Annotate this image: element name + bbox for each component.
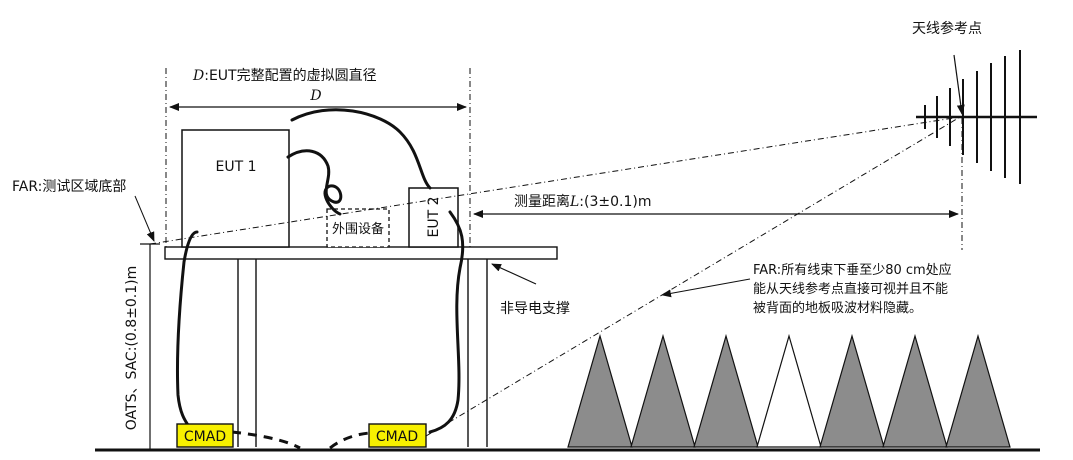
antenna-ref-label: 天线参考点 <box>912 20 982 37</box>
support-label: 非导电支撑 <box>500 301 570 317</box>
height-label: OATS、SAC:(0.8±0.1)m <box>124 266 140 431</box>
peripheral-label: 外围设备 <box>332 221 384 237</box>
distance-value: :(3±0.1)m <box>579 194 651 210</box>
log-periodic-antenna <box>916 50 1037 184</box>
diameter-desc-text: :EUT完整配置的虚拟圆直径 <box>204 67 376 84</box>
cable-harness <box>175 108 465 434</box>
floor-absorbers <box>567 333 1011 448</box>
distance-prefix: 测量距离 <box>514 193 570 210</box>
distance-label: 测量距离L:(3±0.1)m <box>514 193 651 210</box>
eut2-box <box>408 187 459 248</box>
absorber-cone <box>567 333 633 448</box>
non-conductive-table <box>164 246 558 447</box>
absorber-cone <box>756 333 822 448</box>
diameter-description: D:EUT完整配置的虚拟圆直径 <box>192 67 377 84</box>
eut2-label: EUT 2 <box>426 196 442 237</box>
absorber-cone <box>693 333 759 448</box>
support-leader <box>491 263 537 285</box>
distance-symbol: L <box>569 194 579 210</box>
cmad-right: CMAD <box>368 423 427 448</box>
peripheral-box <box>326 208 390 248</box>
far-floor-label: FAR:测试区域底部 <box>12 179 126 195</box>
table-top <box>164 246 558 260</box>
eut1-label: EUT 1 <box>215 159 256 175</box>
cmad-left-label: CMAD <box>184 429 226 445</box>
absorber-cone <box>882 333 948 448</box>
absorber-cone <box>819 333 885 448</box>
cmad-left: CMAD <box>176 423 234 448</box>
diameter-desc-symbol: D <box>192 68 204 84</box>
cmad-right-label: CMAD <box>376 429 418 445</box>
far-floor-leader <box>134 195 155 242</box>
far-note-line1: FAR:所有线束下垂至少80 cm处应 <box>753 262 952 278</box>
far-note-line2: 能从天线参考点直接可视并且不能 <box>753 281 948 297</box>
cable-dashed <box>231 430 371 450</box>
diameter-symbol: D <box>309 88 321 104</box>
antenna-ref-leader <box>953 54 965 115</box>
absorber-cone <box>945 333 1011 448</box>
far-note-leader <box>661 278 751 298</box>
far-note-line3: 被背面的地板吸波材料隐藏。 <box>753 300 922 316</box>
height-dimension <box>140 243 160 451</box>
eut1-box <box>181 129 290 248</box>
absorber-cone <box>630 333 696 448</box>
